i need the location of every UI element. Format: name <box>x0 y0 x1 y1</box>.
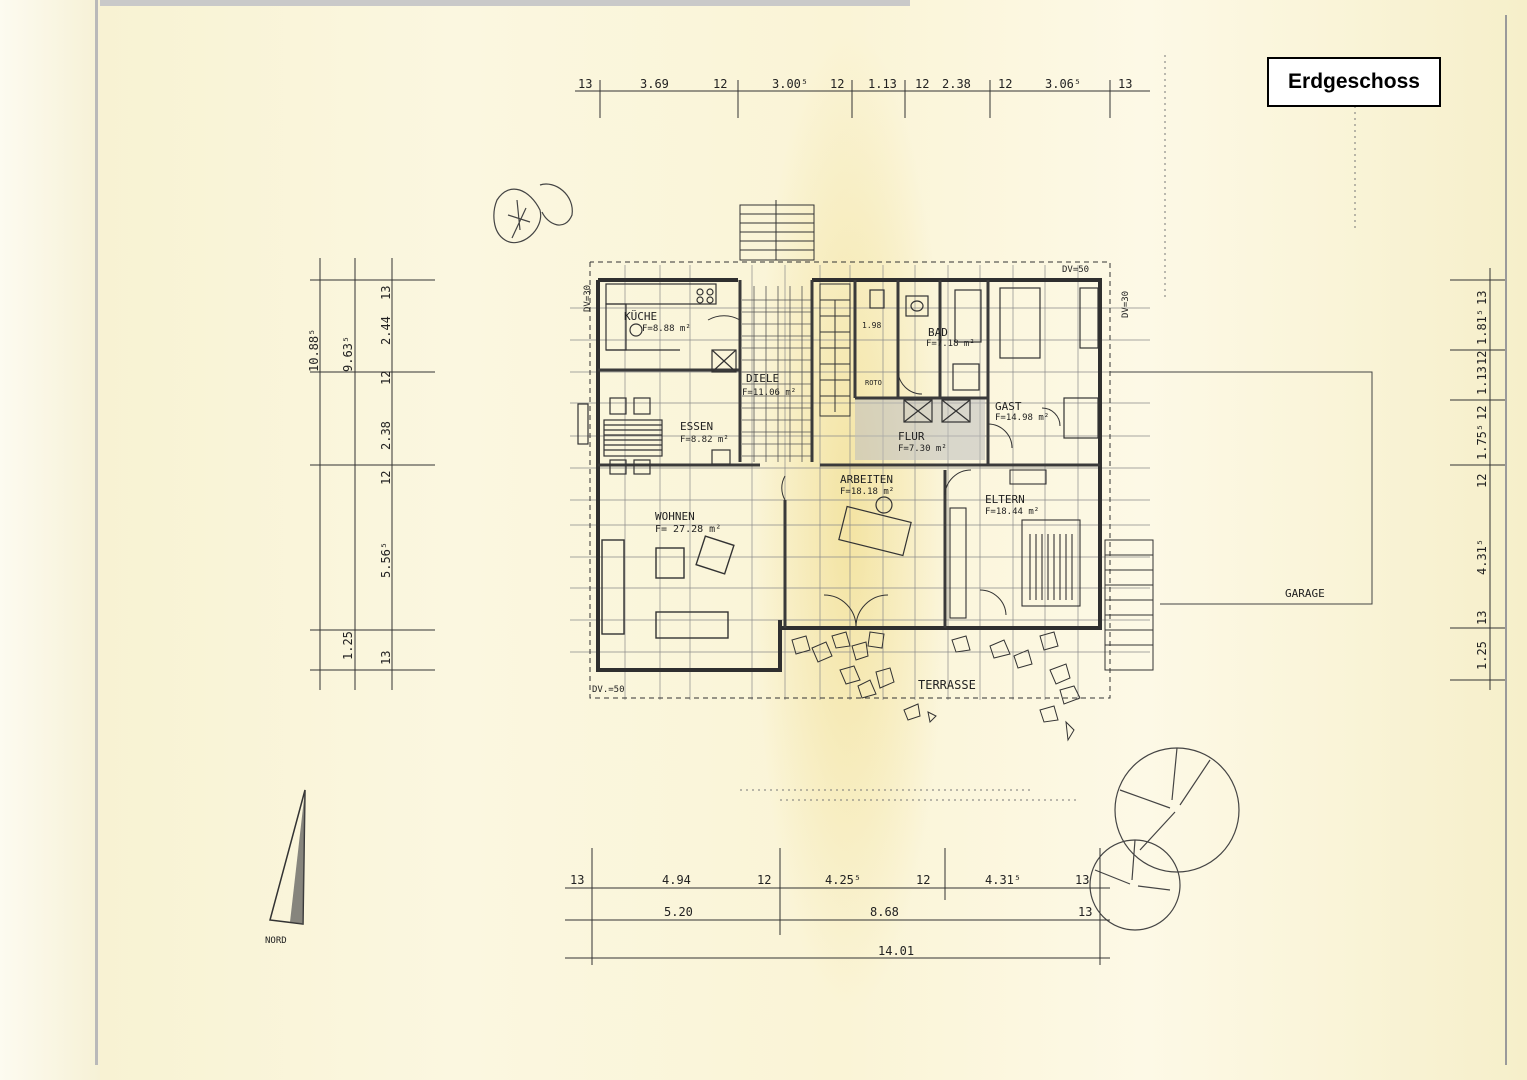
dim-top-2: 12 <box>713 77 727 91</box>
room-area-arbeiten: F=18.18 m² <box>840 487 894 497</box>
room-area-essen: F=8.82 m² <box>680 435 729 445</box>
room-label-gast: GAST <box>995 400 1022 413</box>
roof-overhang-outline <box>589 261 1111 699</box>
dim-top-7: 2.38 <box>942 77 971 91</box>
room-label-flur: FLUR <box>898 430 925 443</box>
terrace-flagstones <box>791 631 1081 742</box>
north-arrow <box>269 789 306 925</box>
dim-left-4: 12 <box>379 371 393 385</box>
trees <box>493 183 1240 931</box>
label-dv30-right: DV=30 <box>1121 291 1131 318</box>
room-label-wohnen: WOHNEN <box>655 510 695 523</box>
room-label-eltern: ELTERN <box>985 493 1025 506</box>
dim-left-9: 13 <box>379 651 393 665</box>
living-room-furniture <box>601 535 735 639</box>
dim-left-1: 9.63⁵ <box>341 336 355 372</box>
stairs <box>739 200 1154 671</box>
dim-bottom1-3: 4.25⁵ <box>825 873 861 887</box>
room-label-essen: ESSEN <box>680 420 713 433</box>
dim-bottom1-5: 4.31⁵ <box>985 873 1021 887</box>
dim-right-4: 12 <box>1475 406 1489 420</box>
bed <box>949 469 1081 619</box>
page-edge-top <box>100 0 910 6</box>
dim-top-1: 3.69 <box>640 77 669 91</box>
plan-title: Erdgeschoss <box>1267 57 1441 107</box>
dim-bottom2-0: 5.20 <box>664 905 693 919</box>
dim-top-0: 13 <box>578 77 592 91</box>
label-dv50-top: DV=50 <box>1062 265 1089 275</box>
label-garage: GARAGE <box>1285 587 1325 600</box>
room-label-diele: DIELE <box>746 372 779 385</box>
interior-walls <box>598 280 1100 628</box>
label-nord: NORD <box>265 936 287 946</box>
exterior-walls <box>596 278 1102 672</box>
label-bad-ref: 1.98 <box>862 321 881 330</box>
dim-top-5: 1.13 <box>868 77 897 91</box>
dim-left-5: 2.38 <box>379 421 393 450</box>
dim-top-6: 12 <box>915 77 929 91</box>
dim-left-7: 5.56⁵ <box>379 542 393 578</box>
room-label-arbeiten: ARBEITEN <box>840 473 893 486</box>
dim-bottom3: 14.01 <box>878 944 914 958</box>
dim-right-2: 12 <box>1475 351 1489 365</box>
bath-fixtures <box>869 289 982 423</box>
room-label-bad: BAD <box>928 326 948 339</box>
room-area-gast: F=14.98 m² <box>995 413 1049 423</box>
dim-right-5: 1.75⁵ <box>1475 424 1489 460</box>
dim-left-2: 13 <box>379 286 393 300</box>
dim-right-1: 1.81⁵ <box>1475 309 1489 345</box>
room-area-diele: F=11.06 m² <box>742 388 796 398</box>
page-edge-left <box>95 0 98 1065</box>
dim-top-10: 13 <box>1118 77 1132 91</box>
room-area-eltern: F=18.44 m² <box>985 507 1039 517</box>
dim-right-6: 12 <box>1475 474 1489 488</box>
label-terrasse: TERRASSE <box>918 678 976 692</box>
dim-bottom1-1: 4.94 <box>662 873 691 887</box>
dim-top-8: 12 <box>998 77 1012 91</box>
room-area-wohnen: F= 27.28 m² <box>655 524 721 535</box>
dim-top-3: 3.00⁵ <box>772 77 808 91</box>
desk <box>838 496 912 557</box>
room-area-kueche: F=8.88 m² <box>642 324 691 334</box>
label-dv50-bottom: DV.=50 <box>592 685 625 695</box>
dim-right-9: 1.25 <box>1475 641 1489 670</box>
dim-bottom1-6: 13 <box>1075 873 1089 887</box>
dim-right-7: 4.31⁵ <box>1475 539 1489 575</box>
room-area-bad: F=7.18 m² <box>926 339 975 349</box>
dim-right-3: 1.13 <box>1475 366 1489 395</box>
diele-tile-pattern <box>742 286 812 462</box>
dim-bottom1-4: 12 <box>916 873 930 887</box>
dim-left-8: 1.25 <box>341 631 355 660</box>
dim-top-4: 12 <box>830 77 844 91</box>
page-edge-right <box>1505 15 1507 1065</box>
label-roto: ROTO <box>865 379 882 387</box>
dim-bottom1-0: 13 <box>570 873 584 887</box>
dim-bottom1-2: 12 <box>757 873 771 887</box>
flur-floor-shading <box>855 398 985 460</box>
label-dv30-left: DV=30 <box>583 285 593 312</box>
garage-outline <box>1110 371 1373 605</box>
dim-left-3: 2.44 <box>379 316 393 345</box>
dim-bottom2-1: 8.68 <box>870 905 899 919</box>
dim-right-8: 13 <box>1475 611 1489 625</box>
room-area-flur: F=7.30 m² <box>898 444 947 454</box>
dim-right-0: 13 <box>1475 291 1489 305</box>
dimension-lines <box>310 80 1505 965</box>
dim-left-6: 12 <box>379 471 393 485</box>
door-swings <box>707 315 1061 628</box>
kitchen-counter <box>605 283 737 373</box>
dining-table <box>577 397 731 475</box>
dim-left-0: 10.88⁵ <box>307 329 321 372</box>
binder-margin <box>0 0 100 1080</box>
room-label-kueche: KÜCHE <box>624 310 657 323</box>
guest-room-furniture <box>999 287 1099 439</box>
dim-bottom2-2: 13 <box>1078 905 1092 919</box>
handwritten-notes <box>740 55 1356 801</box>
dim-top-9: 3.06⁵ <box>1045 77 1081 91</box>
